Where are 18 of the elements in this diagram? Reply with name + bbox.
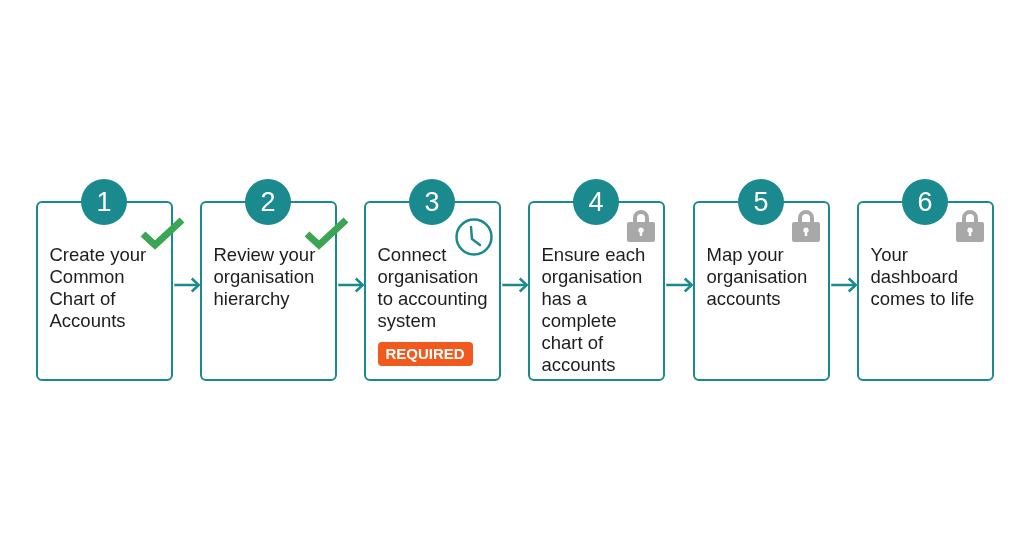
step-number: 2 [245,179,291,225]
arrow [502,277,528,293]
arrow [174,277,200,293]
step-description: Map your organisation accounts [706,244,809,310]
step-number: 3 [409,179,455,225]
status-tag: REQUIRED [377,342,473,366]
step-number: 5 [738,179,784,225]
step-number: 6 [902,179,948,225]
step-description: Ensure each organisation has a complete chart of accounts [541,244,647,376]
arrow [831,277,857,293]
arrow [666,277,693,293]
step-description: Create your Common Chart of Accounts [49,244,148,332]
step-description: Review your organisation hierarchy [213,244,317,310]
step-description: Your dashboard comes to life [870,244,976,310]
step-number: 4 [573,179,619,225]
arrow [338,277,364,293]
step-number: 1 [81,179,127,225]
step-description: Connect organisation to accounting system [377,244,489,332]
